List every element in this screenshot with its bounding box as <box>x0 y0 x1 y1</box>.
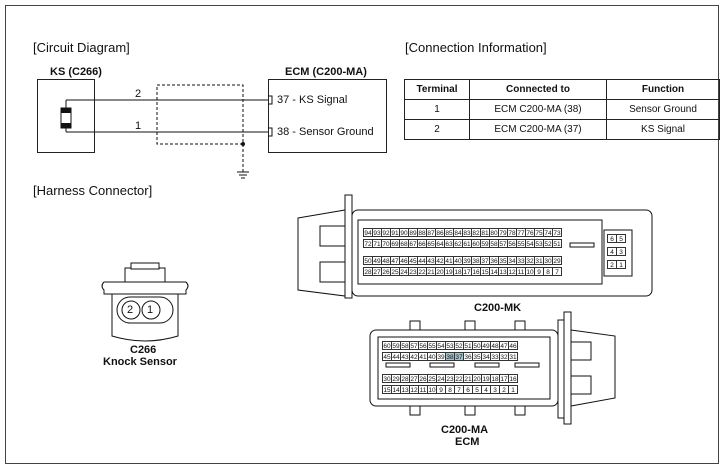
pin-cell: 16 <box>508 374 518 383</box>
pin-cell: 29 <box>552 256 562 265</box>
circuit-diagram-heading: [Circuit Diagram] <box>33 40 130 55</box>
table-header: Terminal <box>404 79 470 100</box>
table-row: 2 ECM C200-MA (37) KS Signal <box>404 119 720 140</box>
wire-number-1: 1 <box>135 120 142 132</box>
ecm-connector-label: ECM <box>455 436 480 448</box>
ecm-pin-38-label: 38 - Sensor Ground <box>277 126 374 138</box>
table-cell: Sensor Ground <box>606 99 720 120</box>
pin-cell: 7 <box>552 267 562 276</box>
table-header: Function <box>606 79 720 100</box>
pin-cell: 1 <box>616 260 626 269</box>
harness-connector-heading: [Harness Connector] <box>33 183 153 198</box>
ecm-label: ECM (C200-MA) <box>285 66 367 78</box>
pin-cell: 51 <box>552 239 562 248</box>
knock-sensor-label: Knock Sensor <box>103 356 177 368</box>
ks-label: KS (C266) <box>50 66 102 78</box>
pin-cell: 1 <box>508 385 518 394</box>
wire-number-2: 2 <box>135 88 142 100</box>
table-cell: 1 <box>404 99 470 120</box>
pin-cell: 5 <box>616 234 626 243</box>
c266-pin-1: 1 <box>147 304 154 316</box>
pin-cell: 3 <box>616 247 626 256</box>
table-cell: ECM C200-MA (38) <box>469 99 607 120</box>
c266-pin-2: 2 <box>127 304 134 316</box>
c266-label: C266 <box>130 344 157 356</box>
ecm-pin-37-label: 37 - KS Signal <box>277 94 348 106</box>
table-cell: 2 <box>404 119 470 140</box>
ecm-box <box>268 79 387 153</box>
table-header: Connected to <box>469 79 607 100</box>
pin-cell: 73 <box>552 228 562 237</box>
table-cell: KS Signal <box>606 119 720 140</box>
pin-cell: 31 <box>508 352 518 361</box>
diagram-frame <box>5 5 719 464</box>
c200-mk-label: C200-MK <box>474 302 522 314</box>
table-cell: ECM C200-MA (37) <box>469 119 607 140</box>
table-row: 1 ECM C200-MA (38) Sensor Ground <box>404 99 720 120</box>
connection-table: Terminal Connected to Function 1 ECM C20… <box>404 79 720 140</box>
table-header-row: Terminal Connected to Function <box>404 79 720 100</box>
connection-info-heading: [Connection Information] <box>405 40 547 55</box>
pin-cell: 46 <box>508 341 518 350</box>
c200-ma-label: C200-MA <box>441 424 489 436</box>
